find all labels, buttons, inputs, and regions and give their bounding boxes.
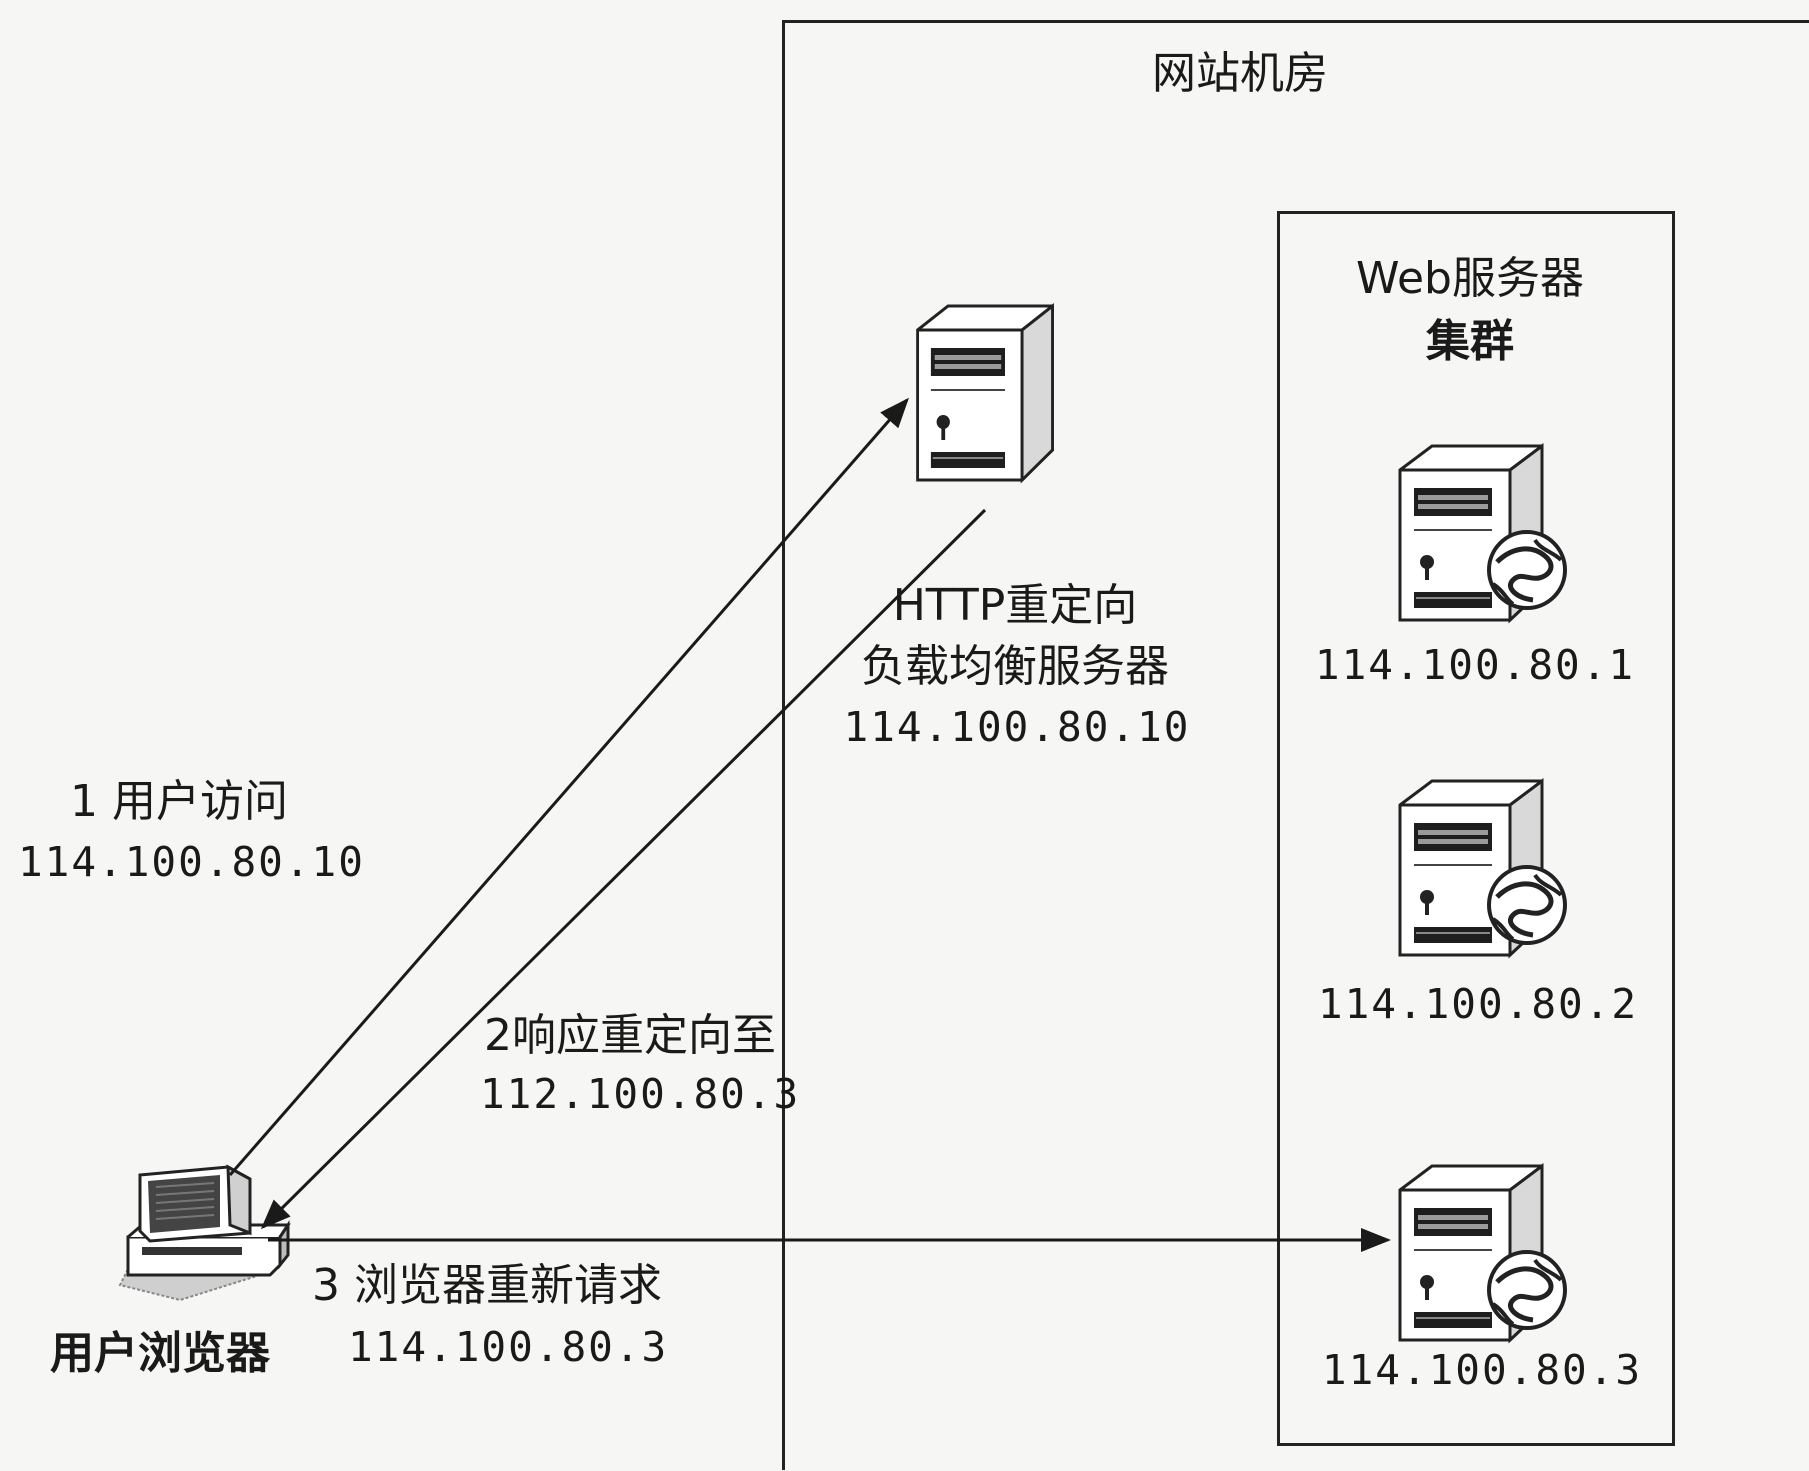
load-balancer-server-icon <box>916 304 1054 482</box>
user-browser-label: 用户浏览器 <box>50 1328 270 1379</box>
web-server-1-icon <box>1398 444 1565 622</box>
step2-ip: 112.100.80.3 <box>480 1070 801 1118</box>
cluster-title-line1: Web服务器 <box>1356 253 1584 304</box>
webserver-1-ip: 114.100.80.1 <box>1314 641 1636 689</box>
webserver-3-ip: 114.100.80.3 <box>1321 1346 1643 1394</box>
loadbalancer-label-line1: HTTP重定向 <box>892 580 1138 631</box>
arrow-user-to-loadbalancer <box>228 397 909 1176</box>
loadbalancer-ip: 114.100.80.10 <box>843 703 1191 751</box>
web-server-cluster-box <box>1277 211 1675 1446</box>
step3-label: 3 浏览器重新请求 <box>312 1260 662 1311</box>
web-server-2-icon <box>1398 779 1565 957</box>
webserver-2-ip: 114.100.80.2 <box>1317 980 1639 1028</box>
arrow-loadbalancer-to-user <box>260 508 987 1230</box>
datacenter-title: 网站机房 <box>1152 48 1328 99</box>
user-computer-icon <box>118 1164 291 1302</box>
loadbalancer-label-line2: 负载均衡服务器 <box>861 641 1169 692</box>
step2-label: 2响应重定向至 <box>484 1010 776 1061</box>
step1-ip: 114.100.80.10 <box>18 838 365 886</box>
step1-label: 1 用户访问 <box>70 776 288 827</box>
step3-ip: 114.100.80.3 <box>348 1323 669 1371</box>
cluster-title-line2: 集群 <box>1426 316 1514 367</box>
website-datacenter-box <box>782 20 1809 1470</box>
web-server-3-icon <box>1398 1164 1565 1342</box>
